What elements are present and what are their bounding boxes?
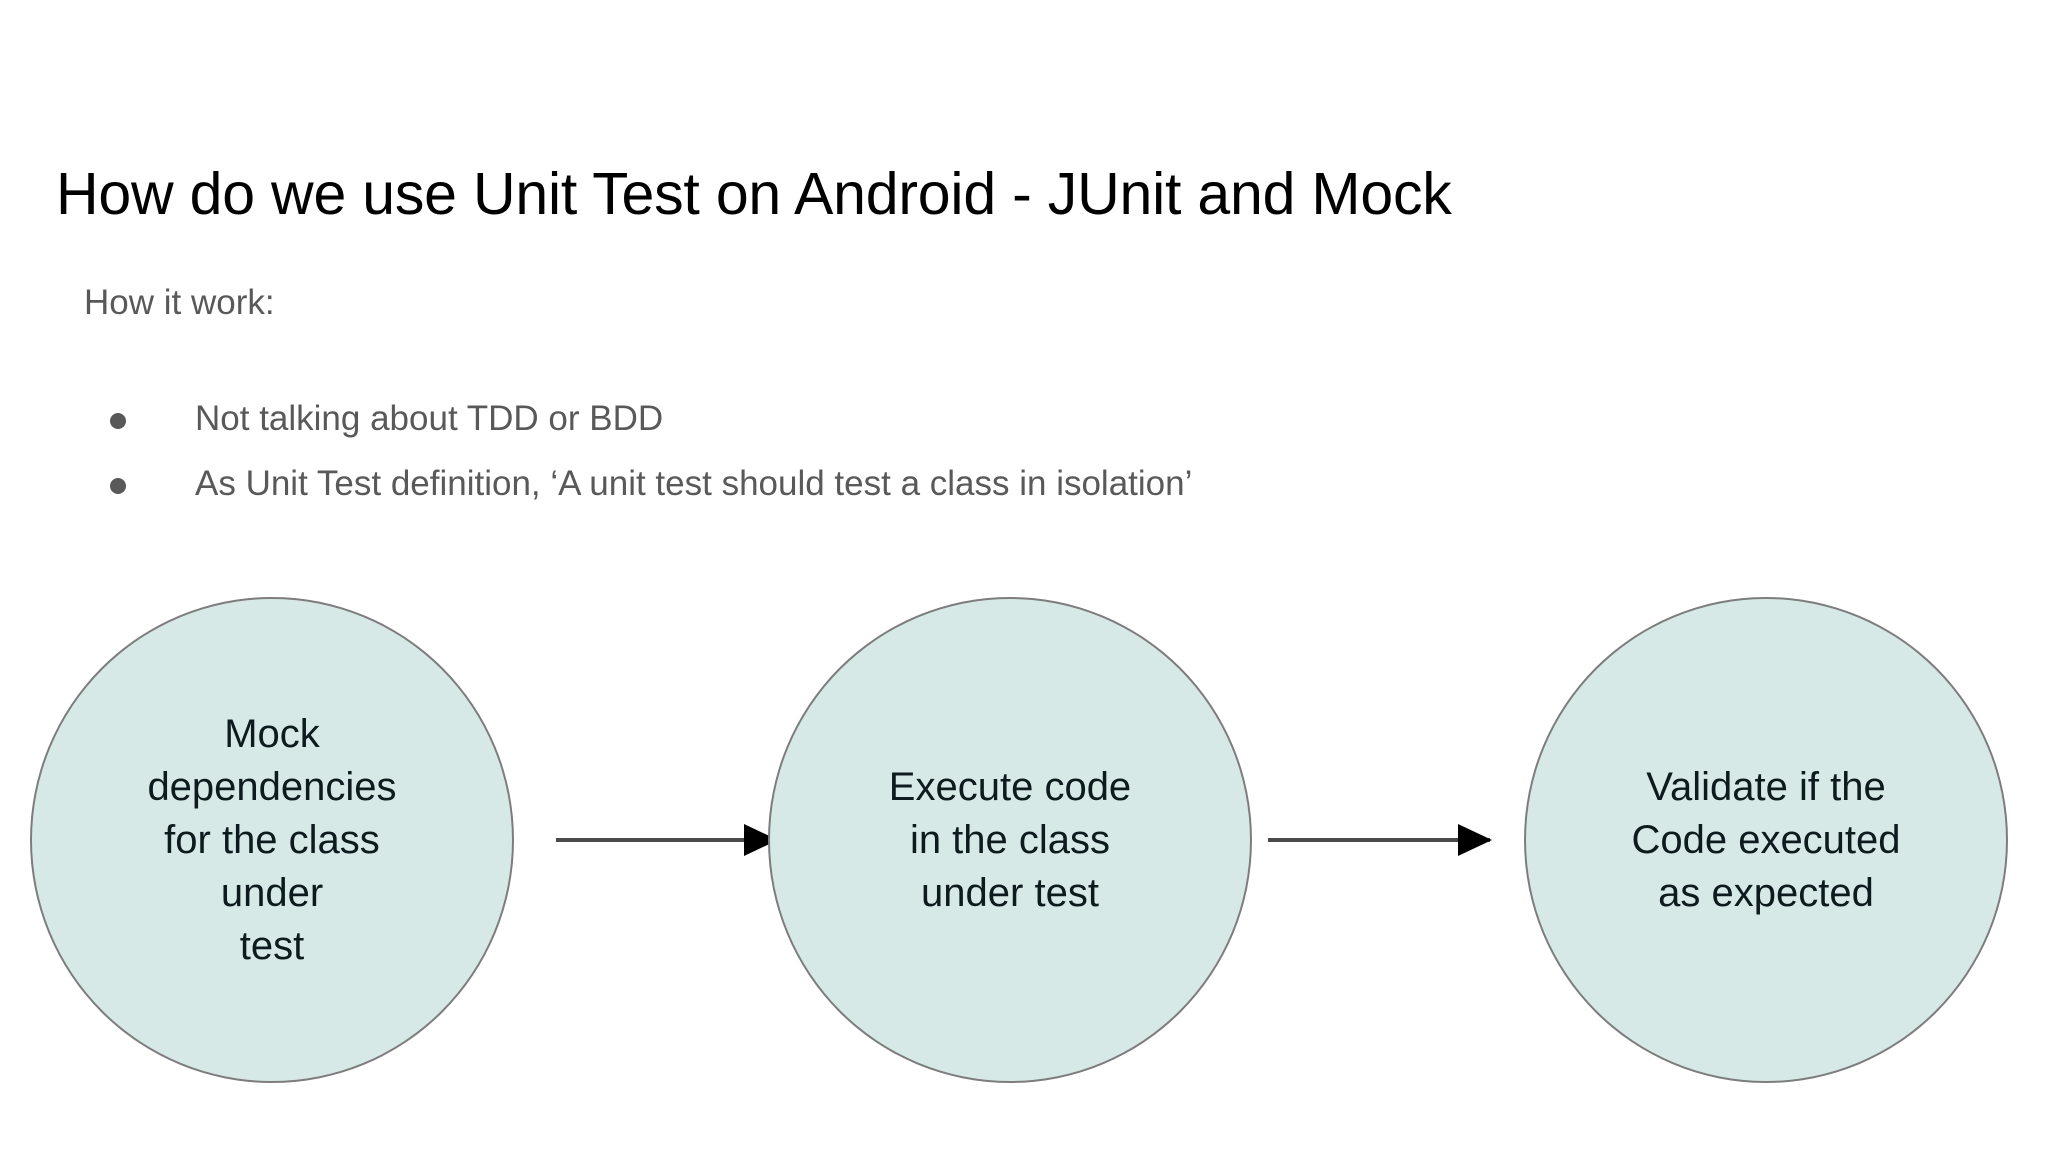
flow-node-validate-result: Validate if the Code executed as expecte…	[1524, 597, 2008, 1083]
page-title: How do we use Unit Test on Android - JUn…	[56, 160, 1452, 227]
bullet-list: Not talking about TDD or BDD As Unit Tes…	[110, 395, 1960, 525]
flow-node-label: Validate if the Code executed as expecte…	[1631, 764, 1901, 915]
list-item-label: Not talking about TDD or BDD	[195, 399, 664, 438]
flow-node-execute-code: Execute code in the class under test	[768, 597, 1252, 1083]
bullet-dot-icon	[110, 478, 126, 494]
arrow-shaft	[1268, 838, 1490, 842]
flow-node-label: Execute code in the class under test	[888, 764, 1132, 915]
list-item: As Unit Test definition, ‘A unit test sh…	[110, 460, 1960, 508]
flow-node-mock-dependencies: Mock dependencies for the class under te…	[30, 597, 514, 1083]
list-item: Not talking about TDD or BDD	[110, 395, 1960, 443]
bullet-dot-icon	[110, 413, 126, 429]
flow-diagram: Mock dependencies for the class under te…	[0, 560, 2048, 1120]
lead-in-text: How it work:	[84, 283, 275, 322]
flow-node-label: Mock dependencies for the class under te…	[147, 711, 397, 968]
arrow-head	[1458, 824, 1492, 856]
list-item-label: As Unit Test definition, ‘A unit test sh…	[195, 464, 1193, 503]
flow-arrow-right-icon	[1268, 824, 1492, 856]
arrow-shaft	[556, 838, 776, 842]
flow-arrow-right-icon	[556, 824, 778, 856]
